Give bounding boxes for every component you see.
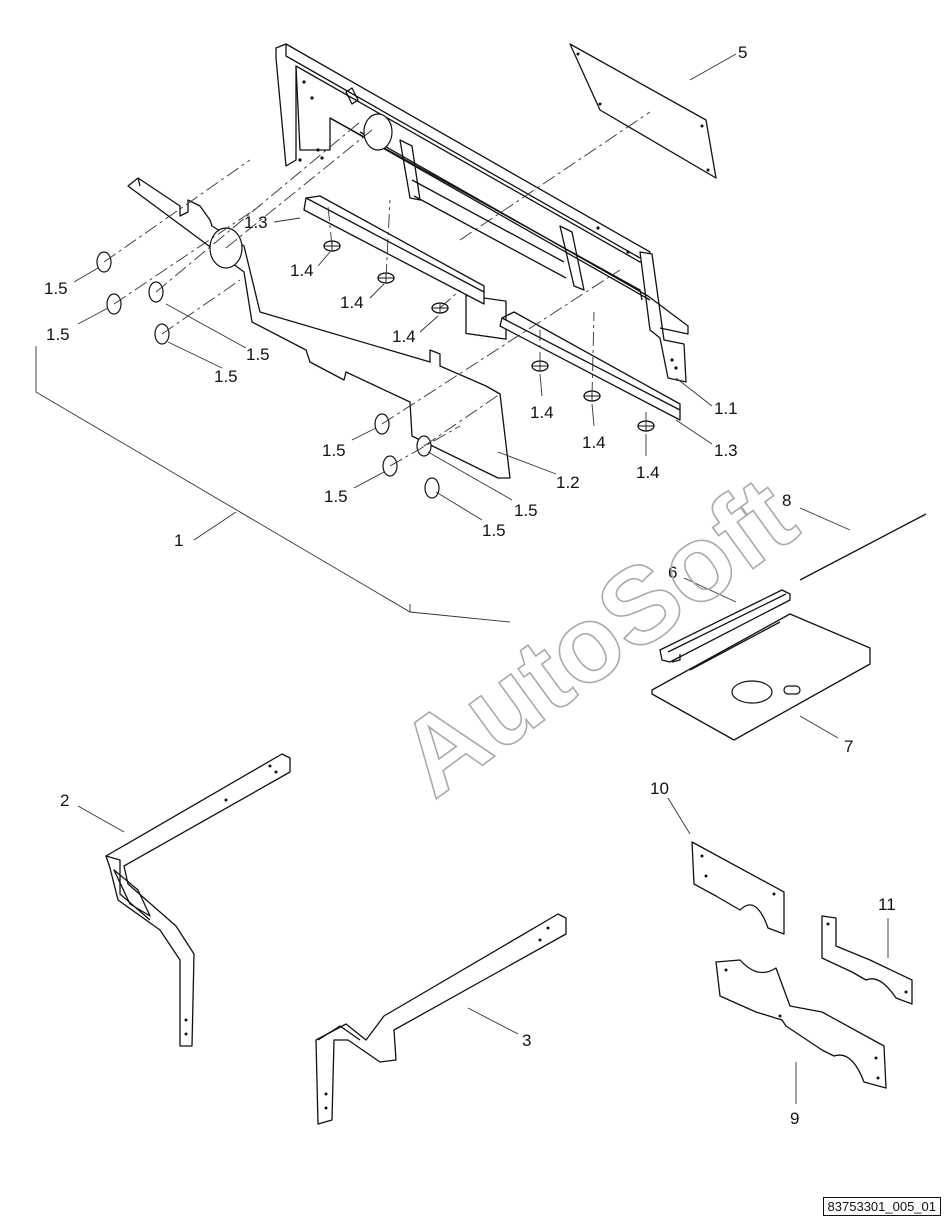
part-frame-1-1 bbox=[275, 43, 689, 383]
callout-1-3-upper: 1.3 bbox=[244, 213, 268, 232]
callout-11: 11 bbox=[878, 895, 896, 914]
callout-1-4-c: 1.4 bbox=[392, 327, 416, 346]
callout-1-1: 1.1 bbox=[714, 399, 738, 418]
part-bracket-6 bbox=[659, 589, 791, 663]
part-bracket-3 bbox=[315, 913, 567, 1125]
part-side-plate-1-2 bbox=[127, 177, 511, 479]
document-id-label: 83753301_005_01 bbox=[822, 1197, 941, 1216]
callout-3: 3 bbox=[522, 1031, 531, 1050]
callout-7: 7 bbox=[844, 737, 853, 756]
leader-lines bbox=[35, 53, 889, 1104]
callout-1-5-h: 1.5 bbox=[482, 521, 506, 540]
part-bar-1-3-lower bbox=[499, 311, 681, 421]
callout-10: 10 bbox=[650, 779, 669, 798]
part-panel-5 bbox=[569, 43, 717, 179]
callout-1-4-d: 1.4 bbox=[530, 403, 554, 422]
part-rod-8 bbox=[799, 513, 927, 581]
callout-1-5-f: 1.5 bbox=[324, 487, 348, 506]
part-bracket-2 bbox=[105, 753, 291, 1047]
callout-2: 2 bbox=[60, 791, 69, 810]
callout-1-5-a: 1.5 bbox=[44, 279, 68, 298]
assembly-lines bbox=[103, 111, 651, 467]
callout-8: 8 bbox=[782, 491, 791, 510]
part-panel-9 bbox=[715, 959, 887, 1089]
grommets-1-5 bbox=[96, 251, 440, 499]
callout-1-4-f: 1.4 bbox=[636, 463, 660, 482]
part-panel-10 bbox=[691, 841, 785, 935]
callout-1-2: 1.2 bbox=[556, 473, 580, 492]
callout-6: 6 bbox=[668, 563, 677, 582]
callout-1-4-b: 1.4 bbox=[340, 293, 364, 312]
callout-labels: 5 1.3 1.4 1.4 1.4 1.4 1.4 1.4 1.1 1.3 1.… bbox=[44, 43, 896, 1128]
callout-1: 1 bbox=[174, 531, 183, 550]
callout-9: 9 bbox=[790, 1109, 799, 1128]
part-plate-7 bbox=[651, 613, 871, 741]
callout-1-5-d: 1.5 bbox=[214, 367, 238, 386]
callout-1-5-g: 1.5 bbox=[514, 501, 538, 520]
callout-1-5-c: 1.5 bbox=[246, 345, 270, 364]
callout-1-5-e: 1.5 bbox=[322, 441, 346, 460]
callout-1-4-e: 1.4 bbox=[582, 433, 606, 452]
callout-1-5-b: 1.5 bbox=[46, 325, 70, 344]
part-panel-11 bbox=[821, 915, 913, 1005]
callout-1-4-a: 1.4 bbox=[290, 261, 314, 280]
part-bar-1-3-upper bbox=[303, 195, 485, 305]
callout-1-3-lower: 1.3 bbox=[714, 441, 738, 460]
callout-5: 5 bbox=[738, 43, 747, 62]
